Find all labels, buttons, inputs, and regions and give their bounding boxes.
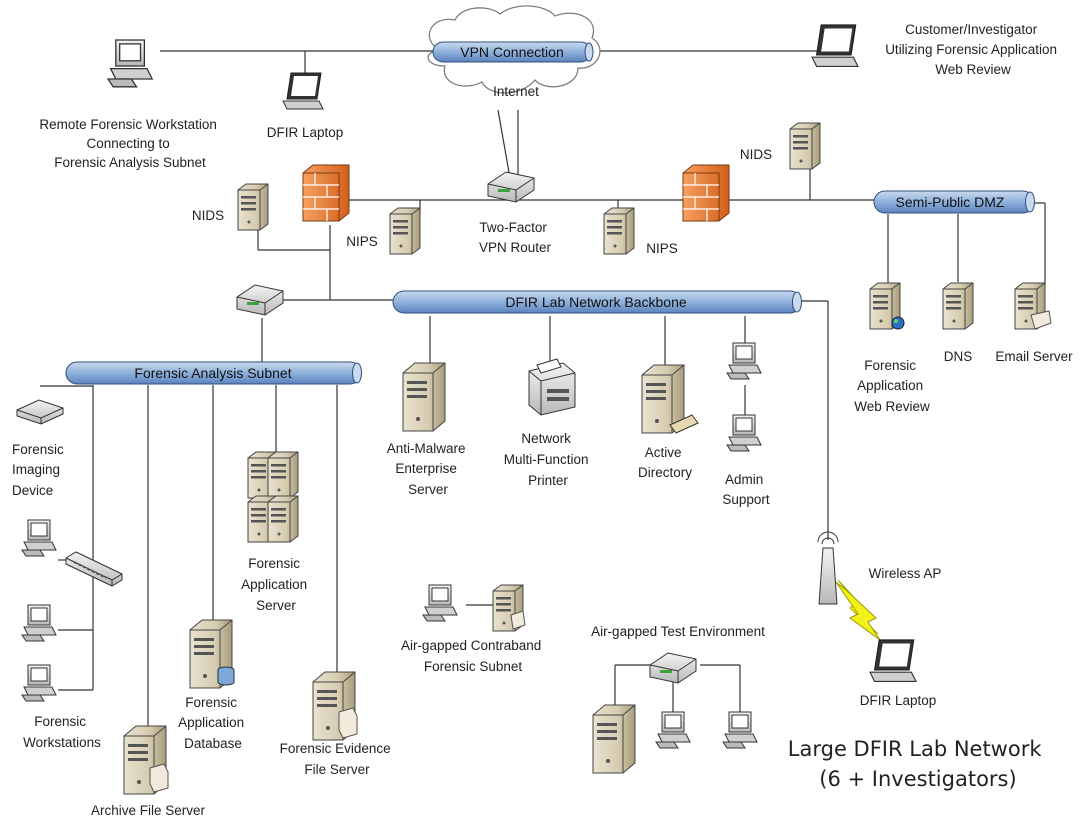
test-workstation-1-icon [655,711,691,749]
test-workstation-2-icon [722,711,758,749]
core-switch-icon [236,284,284,316]
app-server-cluster-icon [247,451,299,543]
customer-laptop-icon [811,24,859,67]
firewall-right-icon [682,164,730,222]
imaging-device-label: Forensic Imaging Device [12,442,68,498]
app-server-label: Forensic Application Server [241,556,311,613]
workstations-label: Forensic Workstations [23,714,101,750]
dmz-label: Semi-Public DMZ [896,194,1005,210]
vpn-connection-label: VPN Connection [460,44,564,60]
nips-left-label: NIPS [346,234,378,249]
workstation-2-icon [21,604,57,642]
contraband-workstation-icon [422,584,458,622]
active-directory-icon [641,364,699,434]
antimalware-label: Anti-Malware Enterprise Server [387,441,470,497]
admin-workstation-2-icon [726,414,762,452]
workstation-3-icon [21,664,57,702]
nids-right-label: NIDS [740,147,772,162]
backbone-label: DFIR Lab Network Backbone [505,294,687,310]
wireless-ap-label: Wireless AP [869,566,942,581]
analysis-subnet-bus [65,361,362,385]
web-review-label: Forensic Application Web Review [854,358,930,414]
test-server-icon [592,704,636,774]
dfir-laptop-bottom-label: DFIR Laptop [860,693,937,708]
antimalware-server-icon [402,362,446,432]
app-database-icon [189,619,235,689]
workstation-switch-icon [65,551,123,587]
printer-icon [528,358,576,416]
dfir-laptop-top-icon [282,72,324,110]
nids-left-label: NIDS [192,208,224,223]
vpn-router-label: Two-Factor VPN Router [479,220,552,255]
evidence-server-label: Forensic Evidence File Server [280,741,395,777]
app-database-label: Forensic Application Database [178,695,248,751]
customer-label: Customer/Investigator Utilizing Forensic… [885,22,1061,77]
dns-server-icon [942,282,974,330]
web-review-server-icon [869,282,905,330]
vpn-router-icon [487,171,535,203]
admin-workstation-1-icon [726,342,762,380]
active-directory-label: Active Directory [638,445,692,480]
contraband-label: Air-gapped Contraband Forensic Subnet [401,638,545,674]
backbone-bus [392,290,802,314]
email-label: Email Server [995,349,1073,364]
imaging-device-icon [16,399,64,425]
dns-label: DNS [944,349,973,364]
airgap-test-label: Air-gapped Test Environment [591,624,765,639]
analysis-subnet-label: Forensic Analysis Subnet [134,365,291,381]
remote-workstation-icon [107,39,153,88]
remote-workstation-label: Remote Forensic Workstation Connecting t… [39,117,220,170]
evidence-server-icon [312,671,358,741]
nips-right-icon [603,207,635,255]
vpn-connection-tube [432,41,594,63]
diagram-title: Large DFIR Lab Network (6 + Investigator… [788,737,1048,791]
nids-right-icon [789,122,821,170]
nids-left-icon [237,183,269,231]
wireless-ap-icon [817,531,839,605]
contraband-server-icon [492,584,526,632]
connection-lines [40,50,1046,730]
printer-label: Network Multi-Function Printer [504,431,593,488]
archive-server-label: Archive File Server [91,803,206,818]
internet-label: Internet [493,84,539,99]
archive-server-icon [123,725,169,795]
email-server-icon [1014,282,1052,330]
admin-support-label: Admin Support [722,472,770,507]
dfir-laptop-bottom-icon [869,639,917,682]
workstation-1-icon [21,519,57,557]
firewall-left-icon [302,164,350,222]
test-router-icon [649,652,697,684]
nips-left-icon [389,207,421,255]
nips-right-label: NIPS [646,241,678,256]
lightning-bolt-icon [835,581,881,641]
dmz-bus [873,190,1035,214]
dfir-laptop-top-label: DFIR Laptop [267,125,344,140]
